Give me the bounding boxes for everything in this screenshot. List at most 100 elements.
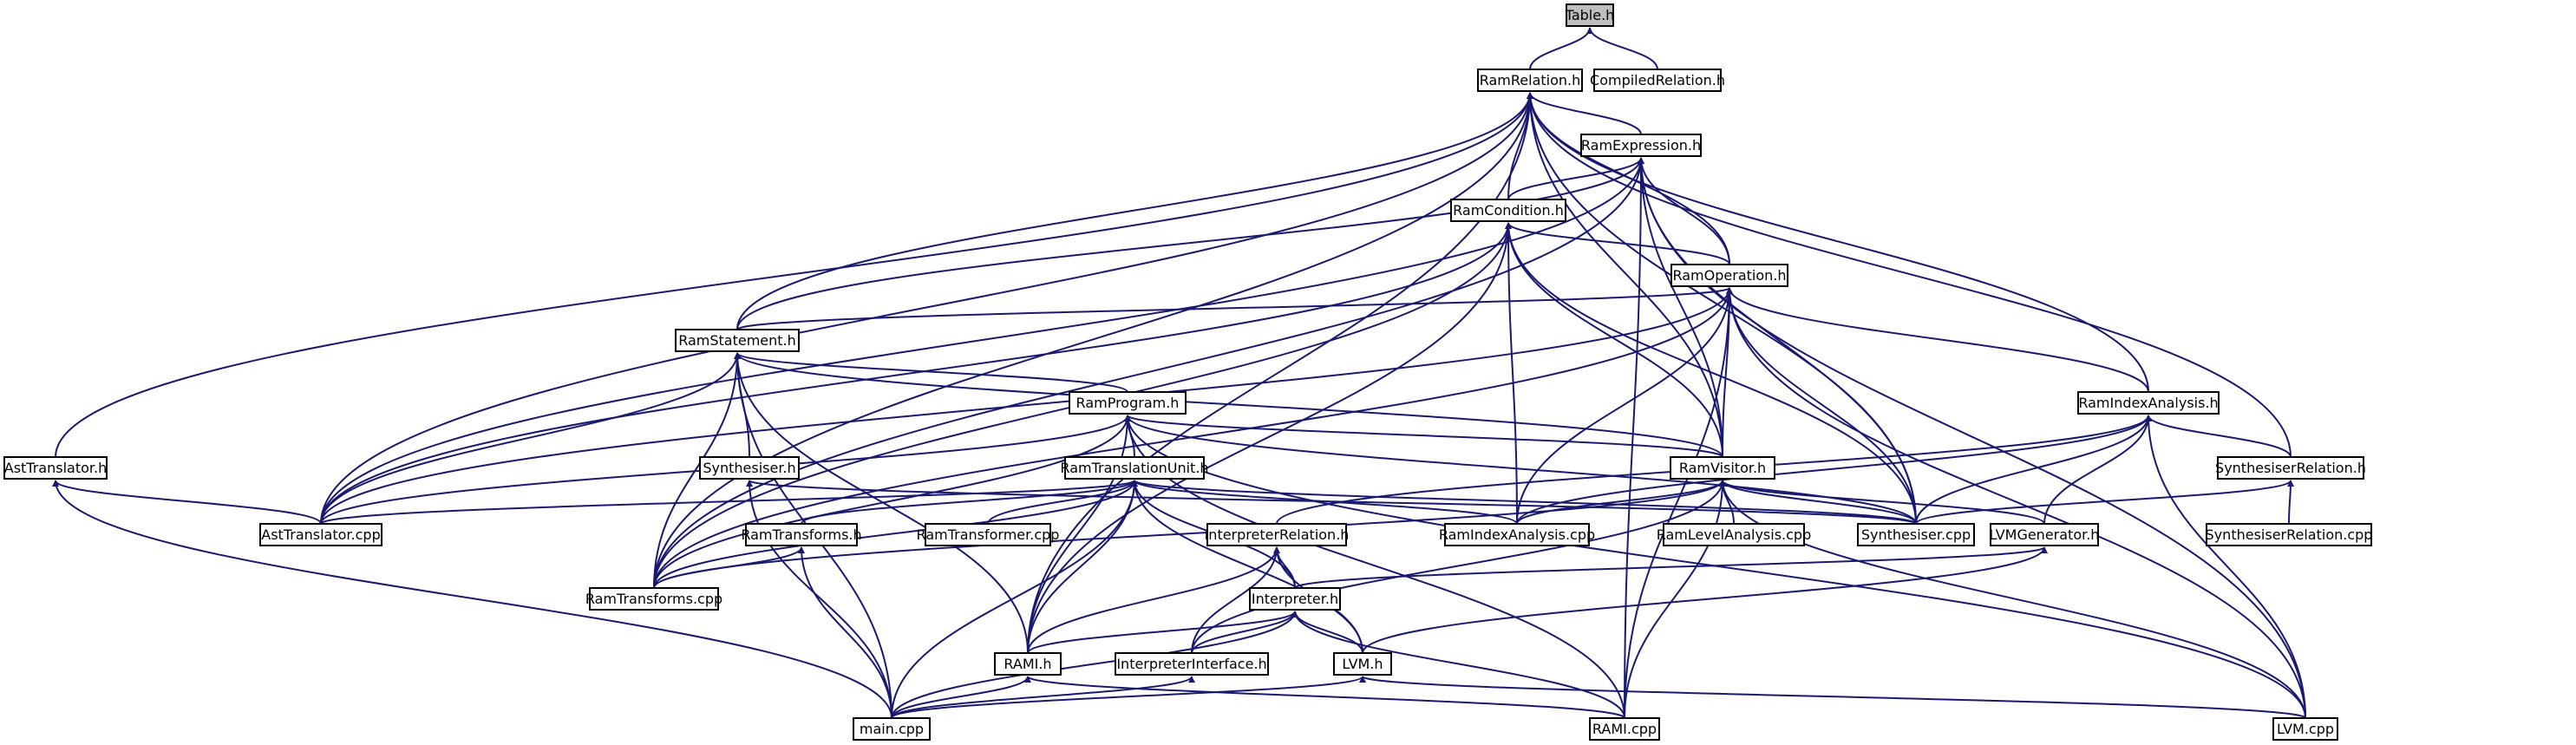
edge-lvm_cpp-to-lvm_h xyxy=(1359,676,2306,719)
node-ramoperation-h[interactable]: RamOperation.h xyxy=(1670,264,1788,287)
edge-interpreter_h-to-lvmgenerator_h xyxy=(1294,546,2048,589)
node-interpreterrelation-h[interactable]: InterpreterRelation.h xyxy=(1205,523,1350,546)
node-box xyxy=(675,329,800,352)
node-label: InterpreterInterface.h xyxy=(1116,656,1266,672)
node-ramlevelanalysis-cpp[interactable]: RamLevelAnalysis.cpp xyxy=(1657,523,1812,546)
edge-ramstatement_h-to-ramoperation_h xyxy=(736,287,1733,330)
node-ramrelation-h[interactable]: RamRelation.h xyxy=(1477,69,1583,92)
node-ramexpression-h[interactable]: RamExpression.h xyxy=(1580,134,1702,157)
node-rami-h[interactable]: RAMI.h xyxy=(994,652,1062,676)
edge-ramstatement_h-to-ramexpression_h xyxy=(736,157,1644,330)
node-synthesiser-h[interactable]: Synthesiser.h xyxy=(699,456,800,480)
edge-synthesiserrelation_cpp-to-synthesiserrelation_h xyxy=(2286,480,2294,525)
node-lvm-cpp[interactable]: LVM.cpp xyxy=(2272,717,2338,741)
node-box xyxy=(2077,391,2220,415)
node-box xyxy=(745,523,858,546)
node-label: LVM.cpp xyxy=(2277,721,2334,737)
node-ramcondition-h[interactable]: RamCondition.h xyxy=(1450,199,1566,222)
node-label: SynthesiserRelation.h xyxy=(2215,460,2366,476)
edge-synthesiserrelation_h-to-ramindexanalysis_h xyxy=(2145,415,2292,458)
node-box xyxy=(1857,523,1975,546)
node-label: RamTransforms.h xyxy=(741,526,861,543)
edge-ramrelation_h-to-table_h xyxy=(1529,27,1593,70)
node-ramtransforms-cpp[interactable]: RamTransforms.cpp xyxy=(585,587,722,611)
node-lvm-h[interactable]: LVM.h xyxy=(1333,652,1392,676)
edge-layer xyxy=(52,27,2306,719)
edge-ramvisitor_h-to-ramprogram_h xyxy=(1124,415,1723,458)
edge-ramtransforms_cpp-to-ramstatement_h xyxy=(653,352,741,589)
node-interpreterinterface-h[interactable]: InterpreterInterface.h xyxy=(1115,652,1269,676)
edge-main_cpp-to-ramtransforms_h xyxy=(798,546,892,719)
node-label: RamOperation.h xyxy=(1672,267,1786,284)
node-ramstatement-h[interactable]: RamStatement.h xyxy=(675,329,800,352)
node-synthesiserrelation-h[interactable]: SynthesiserRelation.h xyxy=(2215,456,2366,480)
edge-asttranslator_cpp-to-ramrelation_h xyxy=(320,92,1533,525)
edge-ramvisitor_h-to-ramexpression_h xyxy=(1638,157,1723,458)
edge-lvm_cpp-to-ramindexanalysis_h xyxy=(2145,415,2306,719)
edge-rami_cpp-to-ramvisitor_h xyxy=(1624,480,1726,719)
node-label: RamTranslationUnit.h xyxy=(1060,460,1208,476)
edge-synthesiser_cpp-to-ramoperation_h xyxy=(1726,287,1917,525)
node-box xyxy=(1663,523,1805,546)
node-box xyxy=(1444,523,1590,546)
node-box xyxy=(1333,652,1392,676)
edge-main_cpp-to-interpreterinterface_h xyxy=(891,676,1195,719)
node-ramindexanalysis-cpp[interactable]: RamIndexAnalysis.cpp xyxy=(1439,523,1595,546)
node-ramprogram-h[interactable]: RamProgram.h xyxy=(1069,391,1187,415)
edge-ramindexanalysis_cpp-to-ramindexanalysis_h xyxy=(1516,415,2152,525)
node-interpreter-h[interactable]: Interpreter.h xyxy=(1249,587,1341,611)
edge-ramvisitor_h-to-ramcondition_h xyxy=(1505,222,1723,458)
edge-lvm_h-to-lvmgenerator_h xyxy=(1362,546,2048,654)
node-synthesiserrelation-cpp[interactable]: SynthesiserRelation.cpp xyxy=(2206,523,2373,546)
node-box xyxy=(1593,69,1722,92)
node-label: LVMGenerator.h xyxy=(1990,526,2100,543)
node-box xyxy=(2206,523,2372,546)
edge-ramexpression_h-to-ramrelation_h xyxy=(1527,92,1642,135)
node-ramvisitor-h[interactable]: RamVisitor.h xyxy=(1670,456,1775,480)
node-box xyxy=(853,717,931,741)
edge-rami_h-to-ramcondition_h xyxy=(1027,222,1512,654)
node-ramtranslationunit-h[interactable]: RamTranslationUnit.h xyxy=(1060,456,1209,480)
node-label: RamStatement.h xyxy=(678,332,796,349)
node-synthesiser-cpp[interactable]: Synthesiser.cpp xyxy=(1857,523,1975,546)
edge-main_cpp-to-lvm_h xyxy=(891,676,1366,719)
edge-ramtransforms_cpp-to-ramtransforms_h xyxy=(653,546,805,589)
node-lvmgenerator-h[interactable]: LVMGenerator.h xyxy=(1990,523,2100,546)
node-rami-cpp[interactable]: RAMI.cpp xyxy=(1589,717,1660,741)
edge-ramindexanalysis_cpp-to-ramoperation_h xyxy=(1516,287,1733,525)
edge-ramtransforms_cpp-to-ramexpression_h xyxy=(653,157,1644,589)
edge-ramindexanalysis_cpp-to-ramtranslationunit_h xyxy=(1131,480,1518,525)
node-ramindexanalysis-h[interactable]: RamIndexAnalysis.h xyxy=(2077,391,2220,415)
node-compiledrelation-h[interactable]: CompiledRelation.h xyxy=(1590,69,1725,92)
edge-synthesiserrelation_h-to-ramrelation_h xyxy=(1527,92,2292,458)
edge-ramstatement_h-to-ramrelation_h xyxy=(736,92,1533,330)
edge-compiledrelation_h-to-table_h xyxy=(1586,27,1658,70)
node-box xyxy=(1064,456,1205,480)
edge-ramindexanalysis_cpp-to-ramcondition_h xyxy=(1505,222,1518,525)
node-asttranslator-cpp[interactable]: AstTranslator.cpp xyxy=(259,523,382,546)
node-main-cpp[interactable]: main.cpp xyxy=(853,717,931,741)
node-label: RamIndexAnalysis.cpp xyxy=(1439,526,1595,543)
node-label: RamRelation.h xyxy=(1480,72,1581,88)
node-box xyxy=(1450,199,1566,222)
node-label: Table.h xyxy=(1565,7,1615,23)
node-ramtransformer-cpp[interactable]: RamTransformer.cpp xyxy=(917,523,1060,546)
edge-rami_h-to-ramprogram_h xyxy=(1027,415,1131,654)
edge-rami_cpp-to-interpreter_h xyxy=(1291,611,1625,719)
edge-interpreterinterface_h-to-interpreter_h xyxy=(1191,611,1298,654)
edge-synthesiser_cpp-to-ramprogram_h xyxy=(1124,415,1917,525)
edge-ramprogram_h-to-ramstatement_h xyxy=(734,352,1128,393)
node-box xyxy=(2272,717,2338,741)
edge-ramoperation_h-to-ramexpression_h xyxy=(1638,157,1730,265)
node-table-h: Table.h xyxy=(1565,3,1615,27)
node-label: RAMI.cpp xyxy=(1592,721,1657,737)
node-asttranslator-h[interactable]: AstTranslator.h xyxy=(3,456,108,480)
edge-ramtransforms_cpp-to-ramtranslationunit_h xyxy=(653,480,1138,589)
edge-asttranslator_cpp-to-ramtranslationunit_h xyxy=(320,480,1138,525)
edge-lvm_cpp-to-ramoperation_h xyxy=(1726,287,2306,719)
node-box xyxy=(1566,3,1614,27)
edge-synthesiser_cpp-to-ramtranslationunit_h xyxy=(1131,480,1917,525)
node-label: AstTranslator.h xyxy=(4,460,107,476)
node-ramtransforms-h[interactable]: RamTransforms.h xyxy=(741,523,862,546)
